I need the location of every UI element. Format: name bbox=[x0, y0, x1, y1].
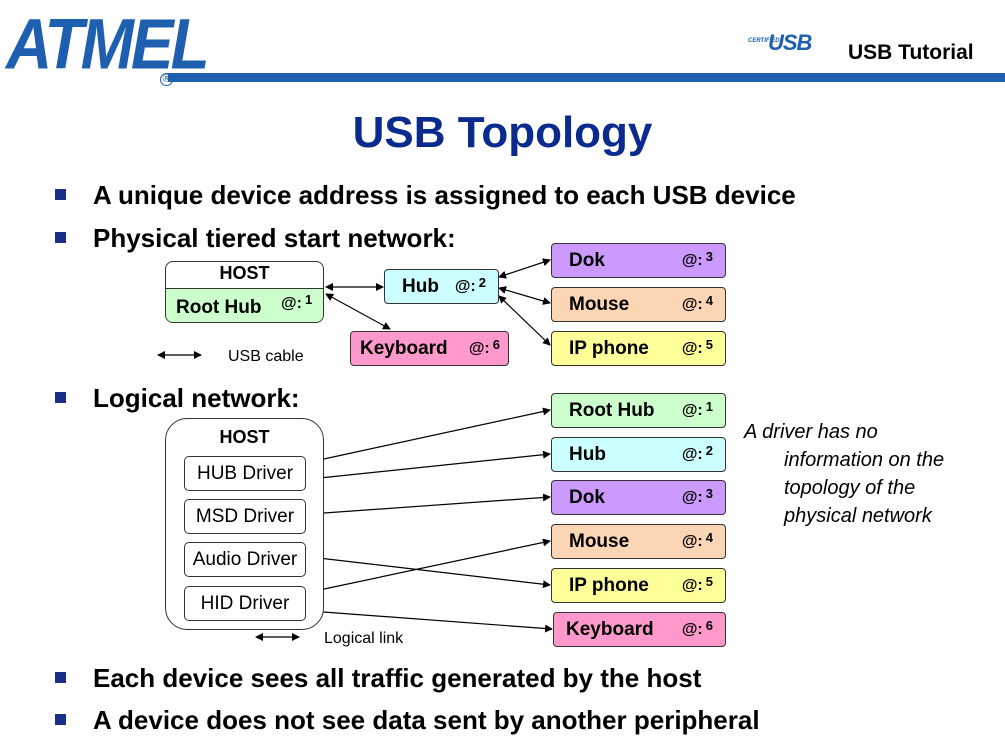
logical-host-label: HOST bbox=[219, 427, 270, 447]
physical-keyboard-address: @:6 bbox=[468, 336, 500, 357]
bullet-5-text: A device does not see data sent by anoth… bbox=[93, 705, 760, 735]
physical-root-hub-name: Root Hub bbox=[176, 297, 262, 318]
usb-certified-text: CERTIFIED bbox=[748, 38, 780, 44]
physical-mouse-address: @:4 bbox=[681, 292, 713, 313]
link-msd-dok bbox=[309, 493, 551, 518]
logical-root-hub-name: Root Hub bbox=[569, 399, 655, 421]
logical-dok: Dok @:3 bbox=[551, 480, 726, 515]
logical-root-hub-address: @:1 bbox=[681, 398, 713, 419]
bullet-square-icon bbox=[55, 671, 66, 683]
bullet-1-text: A unique device address is assigned to e… bbox=[93, 180, 796, 210]
logical-keyboard-name: Keyboard bbox=[566, 618, 654, 640]
bullet-5: A device does not see data sent by anoth… bbox=[55, 705, 760, 736]
link-roothub-keyboard bbox=[325, 293, 391, 330]
physical-hub-name: Hub bbox=[402, 275, 439, 297]
physical-mouse-name: Mouse bbox=[569, 293, 630, 315]
physical-dok-name: Dok bbox=[569, 249, 605, 271]
physical-dok-address: @:3 bbox=[681, 248, 713, 269]
bullet-3: Logical network: bbox=[55, 383, 300, 414]
bullet-2: Physical tiered start network: bbox=[55, 223, 456, 254]
physical-host-label: HOST bbox=[219, 263, 270, 283]
logical-dok-address: @:3 bbox=[681, 485, 713, 506]
physical-host: HOST Root Hub @:1 bbox=[165, 261, 324, 323]
logical-mouse-name: Mouse bbox=[569, 530, 630, 552]
link-hub-dok bbox=[498, 258, 551, 279]
bullet-square-icon bbox=[55, 231, 66, 243]
usb-cable-legend: USB cable bbox=[228, 348, 304, 365]
link-hub-mouse bbox=[498, 286, 551, 305]
logical-link-legend: Logical link bbox=[324, 630, 404, 647]
header-bar bbox=[168, 73, 1005, 82]
link-hub-ipphone bbox=[498, 295, 551, 346]
msd-driver: MSD Driver bbox=[184, 499, 306, 534]
physical-root-hub-address: @:1 bbox=[281, 292, 313, 312]
physical-root-hub: Root Hub @:1 bbox=[166, 288, 323, 322]
logical-hub-address: @:2 bbox=[681, 442, 713, 463]
logical-root-hub: Root Hub @:1 bbox=[551, 393, 726, 428]
logical-keyboard: Keyboard @:6 bbox=[553, 612, 726, 647]
bullet-4: Each device sees all traffic generated b… bbox=[55, 663, 701, 694]
physical-hub-address: @:2 bbox=[454, 274, 486, 295]
bullet-square-icon bbox=[55, 391, 66, 403]
physical-keyboard: Keyboard @:6 bbox=[350, 331, 509, 366]
physical-dok: Dok @:3 bbox=[551, 243, 726, 278]
logical-ip-phone-name: IP phone bbox=[569, 574, 649, 596]
link-hid-keyboard bbox=[309, 607, 553, 633]
logical-keyboard-address: @:6 bbox=[681, 617, 713, 638]
bullet-3-text: Logical network: bbox=[93, 383, 300, 413]
logical-hub: Hub @:2 bbox=[551, 437, 726, 472]
bullet-2-text: Physical tiered start network: bbox=[93, 223, 456, 253]
bullet-square-icon bbox=[55, 188, 66, 200]
driver-note: A driver has no information on the topol… bbox=[744, 418, 944, 530]
logical-mouse: Mouse @:4 bbox=[551, 524, 726, 559]
physical-hub: Hub @:2 bbox=[384, 269, 499, 304]
hub-driver: HUB Driver bbox=[184, 456, 306, 491]
usb-logo-text: USB bbox=[768, 30, 812, 55]
driver-note-line-3: topology of the bbox=[784, 477, 916, 499]
driver-note-line-2: information on the bbox=[784, 449, 945, 471]
atmel-logo: ATMEL bbox=[6, 3, 210, 85]
usb-logo: CERTIFIED USB bbox=[748, 30, 816, 55]
bullet-square-icon bbox=[55, 713, 66, 725]
audio-driver: Audio Driver bbox=[184, 542, 306, 577]
logical-mouse-address: @:4 bbox=[681, 529, 713, 550]
link-hubdriver-roothub bbox=[309, 407, 551, 465]
physical-ip-phone: IP phone @:5 bbox=[551, 331, 726, 366]
driver-note-line-4: physical network bbox=[784, 505, 932, 527]
logical-dok-name: Dok bbox=[569, 486, 605, 508]
physical-ip-phone-name: IP phone bbox=[569, 337, 649, 359]
driver-note-line-1: A driver has no bbox=[744, 421, 878, 443]
physical-keyboard-name: Keyboard bbox=[360, 337, 448, 359]
link-hubdriver-hub bbox=[309, 450, 551, 483]
logical-host: HOST HUB Driver MSD Driver Audio Driver … bbox=[165, 418, 324, 630]
header-title: USB Tutorial bbox=[848, 41, 974, 64]
logical-ip-phone-address: @:5 bbox=[681, 573, 713, 594]
logical-hub-name: Hub bbox=[569, 443, 606, 465]
physical-ip-phone-address: @:5 bbox=[681, 336, 713, 357]
bullet-1: A unique device address is assigned to e… bbox=[55, 180, 796, 211]
link-audio-ipphone bbox=[309, 553, 551, 589]
physical-mouse: Mouse @:4 bbox=[551, 287, 726, 322]
hid-driver: HID Driver bbox=[184, 586, 306, 621]
bullet-4-text: Each device sees all traffic generated b… bbox=[93, 663, 702, 693]
slide-title: USB Topology bbox=[352, 108, 653, 157]
logical-ip-phone: IP phone @:5 bbox=[551, 568, 726, 603]
link-hid-mouse bbox=[309, 538, 551, 595]
